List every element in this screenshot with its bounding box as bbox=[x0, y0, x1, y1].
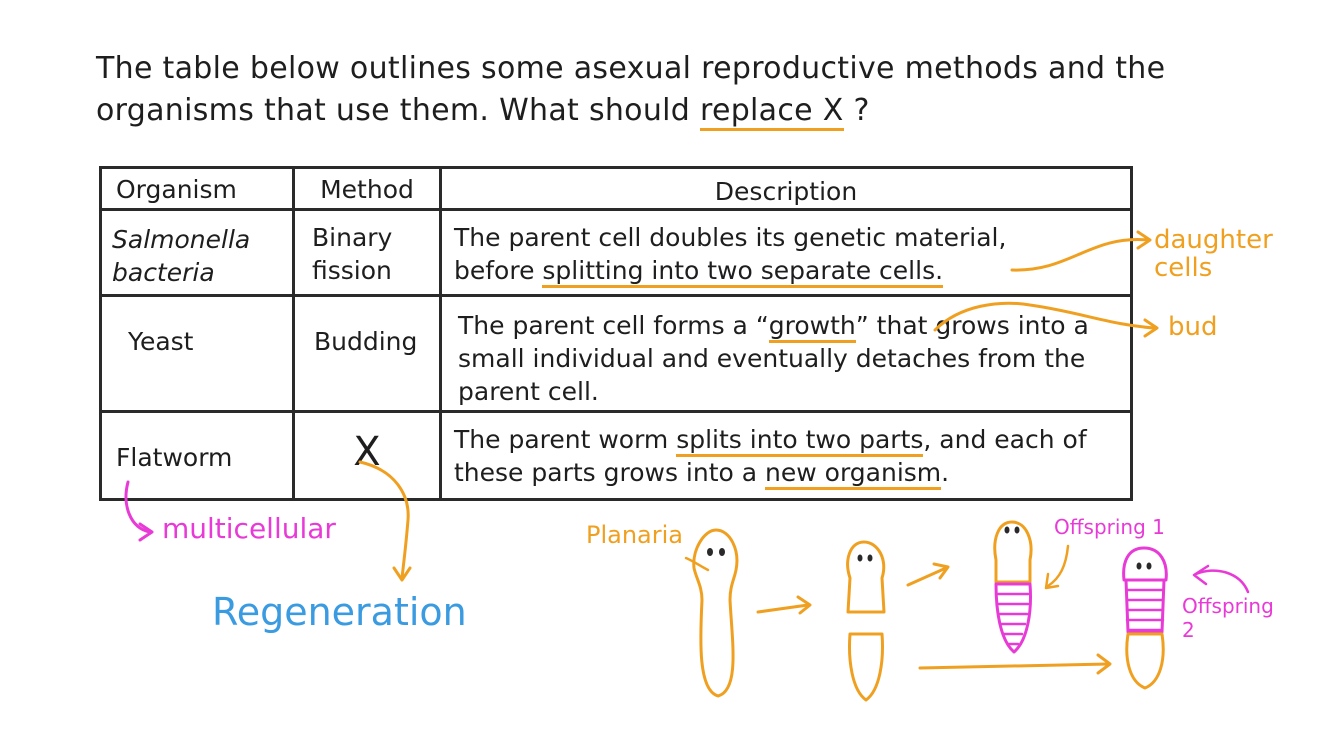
row3-description-middle: , and each of these parts grows into a bbox=[454, 425, 1087, 487]
row3-description: The parent worm splits into two parts, a… bbox=[454, 423, 1114, 490]
arrowhead bbox=[1044, 572, 1060, 590]
note-multicellular: multicellular bbox=[162, 512, 336, 545]
question-text-after: ? bbox=[853, 93, 870, 128]
arrowhead bbox=[796, 595, 812, 615]
row2-organism: Yeast bbox=[128, 327, 194, 356]
table-divider bbox=[102, 208, 1130, 211]
offspring2-head bbox=[1122, 546, 1168, 582]
row1-description-text: The parent cell doubles its genetic mate… bbox=[454, 223, 1007, 285]
row3-description-after: . bbox=[941, 458, 950, 487]
note-daughter-cells: daughter cells bbox=[1154, 225, 1273, 283]
note-offspring1: Offspring 1 bbox=[1054, 515, 1165, 539]
row1-organism: Salmonella bacteria bbox=[112, 225, 251, 287]
eye-dot bbox=[867, 554, 873, 562]
offspring1-worm bbox=[993, 520, 1033, 584]
planaria-worm bbox=[692, 528, 739, 698]
table-divider bbox=[439, 169, 442, 498]
arrowhead bbox=[138, 522, 154, 542]
eye-dot bbox=[1146, 562, 1152, 570]
row1-method: Binary fission bbox=[312, 223, 393, 285]
header-method: Method bbox=[320, 175, 414, 204]
worm-tail-piece bbox=[848, 632, 884, 702]
arrowhead bbox=[1192, 564, 1210, 586]
arrowhead bbox=[1143, 318, 1159, 338]
offspring2-regrown-part bbox=[1124, 578, 1166, 634]
planaria-pointer bbox=[684, 556, 710, 572]
offspring2-stripes bbox=[1125, 588, 1165, 632]
row3-description-highlight: splits into two parts bbox=[676, 425, 924, 457]
arrowhead bbox=[392, 566, 412, 582]
arrowhead bbox=[932, 562, 950, 580]
note-offspring2: Offspring 2 bbox=[1182, 594, 1274, 642]
header-description: Description bbox=[714, 177, 858, 206]
note-planaria: Planaria bbox=[586, 521, 684, 549]
row2-description-text: The parent cell forms a “ bbox=[458, 311, 769, 340]
arrow-x-regeneration bbox=[358, 460, 410, 580]
row2-description-after: ” that grows into a small individual and… bbox=[458, 311, 1089, 406]
offspring1-pointer bbox=[1046, 544, 1070, 588]
note-regeneration: Regeneration bbox=[212, 590, 467, 634]
arrow-tail-regrow bbox=[918, 662, 1110, 670]
table-divider bbox=[292, 169, 295, 498]
row2-description-highlight: growth bbox=[768, 311, 856, 343]
row2-method: Budding bbox=[314, 327, 418, 356]
row1-description: The parent cell doubles its genetic mate… bbox=[454, 221, 1074, 288]
row1-description-highlight: splitting into two separate cells. bbox=[542, 256, 944, 288]
table-divider bbox=[102, 294, 1130, 297]
row3-description-text: The parent worm bbox=[454, 425, 677, 454]
offspring1-regrown-part bbox=[994, 582, 1032, 654]
arrowhead bbox=[1096, 653, 1112, 675]
arrow-split bbox=[756, 603, 810, 614]
note-bud: bud bbox=[1168, 312, 1218, 342]
table-divider bbox=[102, 410, 1130, 413]
offspring1-stripes bbox=[996, 592, 1030, 646]
eye-dot bbox=[1136, 562, 1142, 570]
question-text-before: The table below outlines some asexual re… bbox=[96, 51, 1166, 128]
eye-dot bbox=[719, 548, 725, 556]
eye-dot bbox=[857, 554, 863, 562]
arrow-daughter-cells bbox=[1010, 238, 1150, 272]
eye-dot bbox=[707, 548, 713, 556]
worm-head-piece bbox=[846, 540, 886, 614]
header-organism: Organism bbox=[116, 175, 237, 204]
methods-table: Organism Method Description Salmonella b… bbox=[99, 166, 1133, 501]
question-highlight: replace X bbox=[699, 93, 844, 131]
question-text: The table below outlines some asexual re… bbox=[96, 48, 1276, 132]
offspring2-pointer bbox=[1194, 569, 1250, 594]
arrowhead bbox=[1136, 230, 1152, 250]
eye-dot bbox=[1004, 526, 1010, 534]
row2-description: The parent cell forms a “growth” that gr… bbox=[458, 309, 1122, 408]
offspring2-tail bbox=[1125, 632, 1165, 690]
arrow-bud bbox=[933, 301, 1157, 332]
row3-description-highlight2: new organism bbox=[765, 458, 942, 490]
arrow-head-regrow bbox=[906, 566, 948, 587]
row3-organism: Flatworm bbox=[116, 443, 233, 472]
eye-dot bbox=[1014, 526, 1020, 534]
arrow-multicellular bbox=[124, 480, 152, 534]
